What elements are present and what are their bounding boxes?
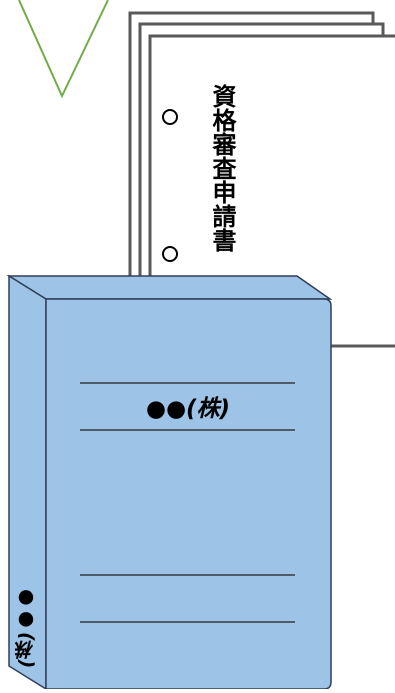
- binder-front-cover: [46, 299, 331, 689]
- punch-hole-bottom: [163, 247, 177, 261]
- binder-spine-label: (株)●●: [10, 568, 42, 668]
- binder-cover-label: ●●(株): [82, 392, 294, 426]
- punch-hole-top: [163, 110, 177, 124]
- document-title: 資格審査申請書: [196, 84, 248, 314]
- binder-spine-top: [9, 276, 330, 299]
- pointer-arrow-shape: [19, 0, 108, 96]
- document-sheet-front-fill: [152, 38, 395, 300]
